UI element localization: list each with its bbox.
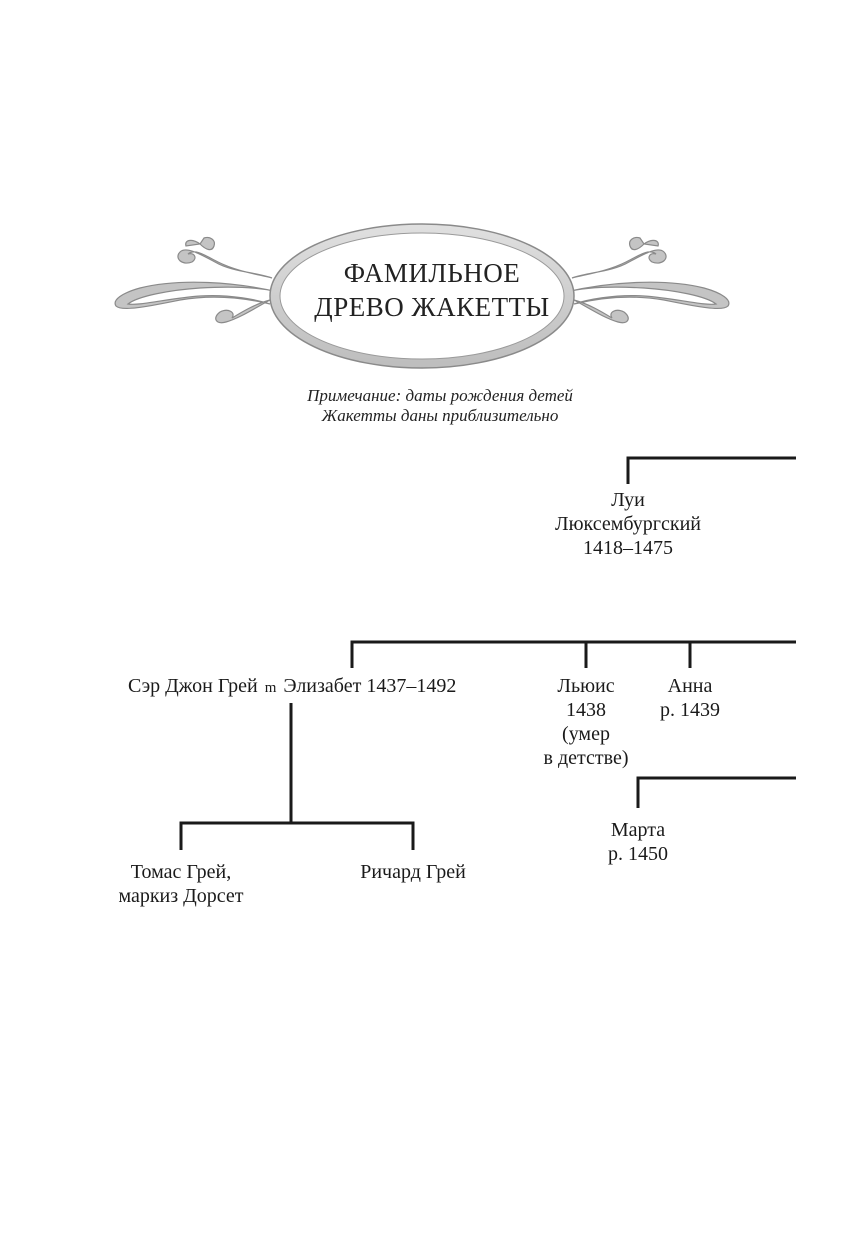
person-lewis: Льюис 1438 (умер в детстве) — [520, 674, 652, 770]
person-anna: Анна р. 1439 — [640, 674, 740, 722]
right-flourish — [565, 236, 730, 324]
person-marta-year: р. 1450 — [608, 843, 668, 865]
title-line-1: ФАМИЛЬНОЕ — [343, 258, 521, 288]
person-thomas: Томас Грей, маркиз Дорсет — [96, 860, 266, 908]
person-lewis-note1: (умер — [562, 723, 610, 745]
left-flourish — [114, 236, 279, 324]
person-louis-name2: Люксембургский — [555, 513, 701, 535]
person-elizabeth: Элизабет 1437–1492 — [283, 675, 457, 697]
title-oval-inner — [279, 232, 565, 360]
person-louis-dates: 1418–1475 — [583, 537, 673, 559]
person-louis: Луи Люксембургский 1418–1475 — [548, 488, 708, 560]
connector-louis — [626, 456, 796, 484]
marriage-row: Сэр Джон Грей m Элизабет 1437–1492 — [128, 674, 456, 700]
person-thomas-name: Томас Грей, — [130, 861, 232, 883]
title-line-2: ДРЕВО ЖАКЕТТЫ — [314, 292, 550, 322]
note-line-2: Жакетты даны приблизительно — [321, 406, 559, 425]
person-marta-name: Марта — [610, 819, 666, 841]
connector-marta — [636, 776, 796, 808]
person-lewis-name: Льюис — [557, 675, 615, 697]
person-marta: Марта р. 1450 — [588, 818, 688, 866]
marriage-marker: m — [264, 680, 277, 696]
connector-children-row — [350, 640, 796, 668]
person-lewis-note2: в детстве) — [543, 747, 629, 769]
connector-grey-children — [179, 821, 415, 850]
note-line-1: Примечание: даты рождения детей — [307, 386, 573, 405]
person-anna-year: р. 1439 — [660, 699, 720, 721]
person-thomas-title: маркиз Дорсет — [118, 885, 244, 907]
person-richard: Ричард Грей — [360, 861, 466, 883]
person-louis-name1: Луи — [611, 489, 645, 511]
person-anna-name: Анна — [667, 675, 713, 697]
person-john-grey: Сэр Джон Грей — [128, 675, 258, 697]
person-lewis-year: 1438 — [566, 699, 606, 721]
